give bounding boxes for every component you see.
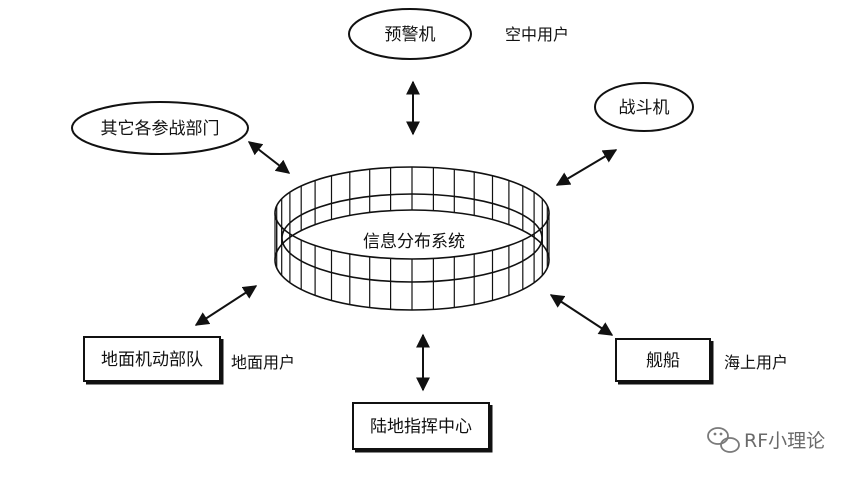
ring-outer-bottom xyxy=(274,209,550,311)
link-ship xyxy=(549,294,614,336)
node-ground-mobile: 地面机动部队 地面用户 xyxy=(83,336,295,385)
node-fighter-shape xyxy=(594,82,694,132)
node-early-warning-caption: 空中用户 xyxy=(505,25,569,44)
node-early-warning-label: 预警机 xyxy=(385,25,436,45)
node-ship: 舰船 海上用户 xyxy=(615,338,788,385)
ring-inner xyxy=(281,193,543,283)
node-ship-shadow xyxy=(618,341,714,385)
ring-outer-top xyxy=(274,166,550,260)
node-other-units-label: 其它各参战部门 xyxy=(101,119,220,139)
node-ground-mobile-shape xyxy=(83,336,221,382)
node-early-warning-shape xyxy=(348,8,472,60)
wechat-bubble-icon xyxy=(707,427,740,453)
node-ship-label: 舰船 xyxy=(646,351,680,371)
watermark-text: RF小理论 xyxy=(744,430,825,452)
node-land-command-shape xyxy=(352,402,490,450)
node-land-command-shadow xyxy=(355,405,493,453)
node-ground-mobile-label: 地面机动部队 xyxy=(101,350,203,370)
center-label: 信息分布系统 xyxy=(363,232,465,252)
central-ring: 信息分布系统 xyxy=(274,166,550,311)
node-other-units: 其它各参战部门 xyxy=(71,101,249,155)
node-other-units-shape xyxy=(71,101,249,155)
node-ship-shape xyxy=(615,338,711,382)
node-early-warning: 预警机 空中用户 xyxy=(348,8,569,60)
link-fighter xyxy=(555,149,618,186)
node-land-command: 陆地指挥中心 xyxy=(352,402,493,453)
node-ground-mobile-shadow xyxy=(86,339,224,385)
node-fighter-label: 战斗机 xyxy=(619,98,670,118)
watermark: RF小理论 xyxy=(707,427,825,453)
link-other-units xyxy=(247,141,291,174)
node-land-command-label: 陆地指挥中心 xyxy=(370,417,472,437)
node-ground-mobile-caption: 地面用户 xyxy=(231,353,295,372)
node-ship-caption: 海上用户 xyxy=(724,353,788,372)
connectors xyxy=(194,80,618,392)
node-fighter: 战斗机 xyxy=(594,82,694,132)
link-ground-mobile xyxy=(194,285,258,326)
